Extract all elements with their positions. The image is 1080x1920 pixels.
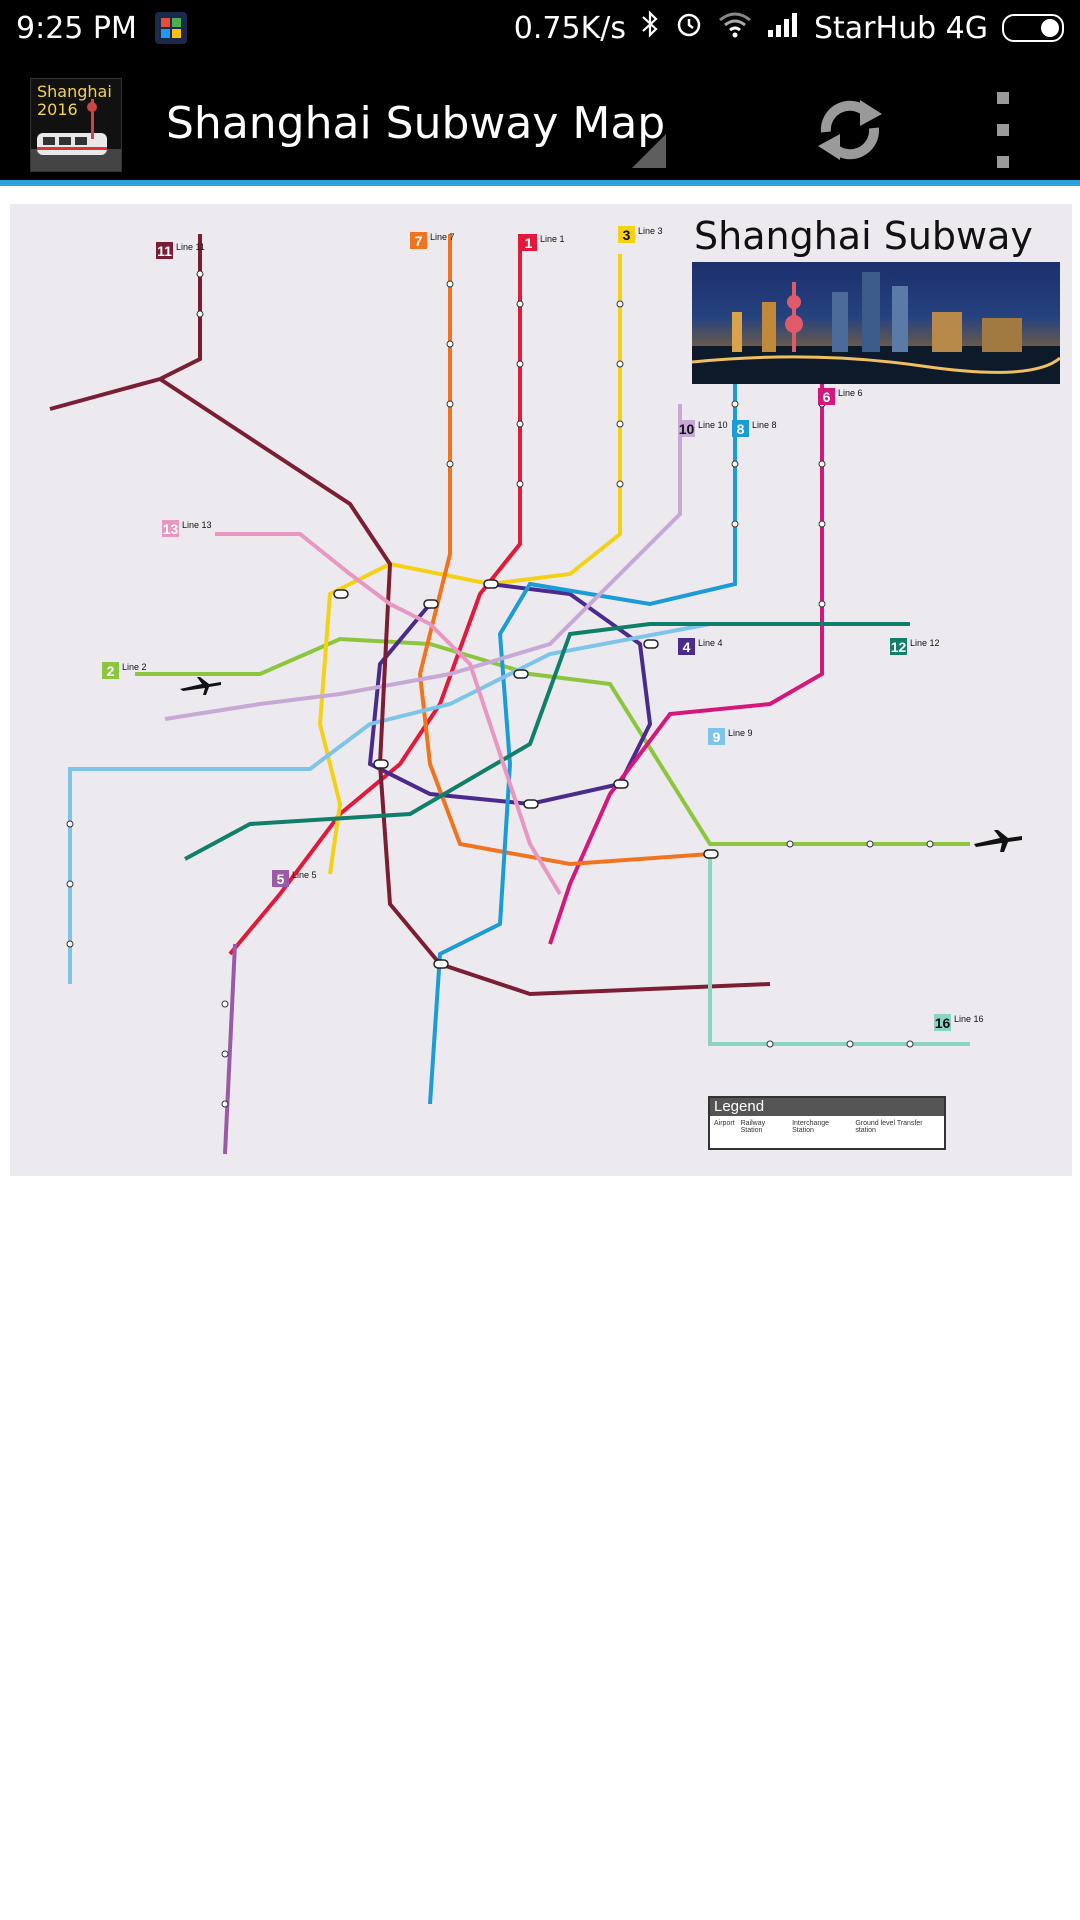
line-3-label: Line 3 <box>638 226 663 236</box>
line-11-label: Line 11 <box>176 242 205 252</box>
skyline-illustration <box>692 272 1060 384</box>
status-time: 9:25 PM <box>16 10 137 46</box>
legend-item-airport: Airport <box>714 1120 735 1127</box>
line-1-label: Line 1 <box>540 234 565 244</box>
refresh-button[interactable] <box>812 92 888 168</box>
logo-line-1: Shanghai <box>37 82 112 101</box>
app-logo: Shanghai 2016 <box>30 78 122 172</box>
line-12-label: Line 12 <box>910 638 940 648</box>
line-6-label: Line 6 <box>838 388 863 398</box>
line-4-track <box>367 582 653 807</box>
line-9-label: Line 9 <box>728 728 753 738</box>
line-4-badge: 4 <box>678 638 695 655</box>
line-2-track <box>135 636 970 846</box>
line-1-track <box>228 234 522 956</box>
refresh-icon <box>818 100 882 160</box>
line-9-badge: 9 <box>708 728 725 745</box>
line-7-label: Line 7 <box>430 232 455 242</box>
line-11-main <box>158 377 771 997</box>
line-7-badge: 7 <box>410 232 427 249</box>
app-bar-accent-line <box>0 180 1080 186</box>
line-6-track <box>548 334 824 945</box>
alarm-icon <box>674 9 704 47</box>
logo-line-2: 2016 <box>37 100 78 119</box>
line-10-badge: 10 <box>678 420 695 437</box>
line-13-label: Line 13 <box>182 520 212 530</box>
signal-icon <box>766 10 800 46</box>
line-5-label: Line 5 <box>292 870 317 880</box>
status-bar: 9:25 PM 0.75K/s StarHub 4G <box>0 0 1080 56</box>
line-5-track <box>223 943 237 1155</box>
line-2-label: Line 2 <box>122 662 147 672</box>
legend-item-railway: Railway Station <box>740 1120 766 1134</box>
menu-dot <box>997 92 1009 104</box>
train-icon <box>31 99 121 171</box>
line-10-track <box>164 404 682 721</box>
legend-item-interchange: Interchange Station <box>792 1120 830 1134</box>
app-logo-text: Shanghai 2016 <box>37 83 112 119</box>
line-13-track <box>215 532 562 896</box>
line-2-badge: 2 <box>102 662 119 679</box>
line-16-track <box>708 854 970 1046</box>
line-6-badge: 6 <box>818 388 835 405</box>
line-9-track <box>68 622 711 984</box>
carrier-name: StarHub 4G <box>813 10 988 46</box>
line-16-label: Line 16 <box>954 1014 984 1024</box>
bluetooth-icon <box>640 9 660 47</box>
status-right: 0.75K/s StarHub 4G <box>514 9 1064 47</box>
line-5-badge: 5 <box>272 870 289 887</box>
map-legend: Legend Airport Railway Station Interchan… <box>708 1096 946 1150</box>
line-11-badge: 11 <box>156 242 173 259</box>
skyline-photo <box>692 262 1060 384</box>
line-8-badge: 8 <box>732 420 749 437</box>
airport-icon <box>180 677 221 695</box>
menu-dot <box>997 156 1009 168</box>
line-12-badge: 12 <box>890 638 907 655</box>
line-8-track <box>428 344 737 1105</box>
line-3-badge: 3 <box>618 226 635 243</box>
line-13-badge: 13 <box>162 520 179 537</box>
line-8-label: Line 8 <box>752 420 777 430</box>
line-16-badge: 16 <box>934 1014 951 1031</box>
interchange-markers <box>333 579 719 969</box>
line-7-track <box>417 234 711 867</box>
app-title[interactable]: Shanghai Subway Map <box>166 98 666 149</box>
app-bar: Shanghai 2016 Shanghai Subway Map <box>0 56 1080 180</box>
legend-items: Airport Railway Station Interchange Stat… <box>710 1116 944 1138</box>
spinner-dropdown-icon[interactable] <box>632 134 666 168</box>
line-10-label: Line 10 <box>698 420 728 430</box>
line-11-track <box>49 234 202 411</box>
line-4-label: Line 4 <box>698 638 723 648</box>
line-12-track <box>184 622 910 861</box>
legend-title: Legend <box>710 1098 944 1116</box>
network-speed: 0.75K/s <box>513 10 626 46</box>
line-1-badge: 1 <box>520 234 537 251</box>
menu-dot <box>997 124 1009 136</box>
battery-icon <box>1002 14 1064 42</box>
overflow-menu-icon[interactable] <box>990 92 1016 168</box>
notification-app-icon <box>154 12 187 44</box>
subway-lines <box>49 234 1022 1155</box>
wifi-icon <box>718 10 752 46</box>
legend-item-transfer: Ground level Transfer station <box>855 1120 923 1134</box>
airport-icon <box>974 830 1022 852</box>
